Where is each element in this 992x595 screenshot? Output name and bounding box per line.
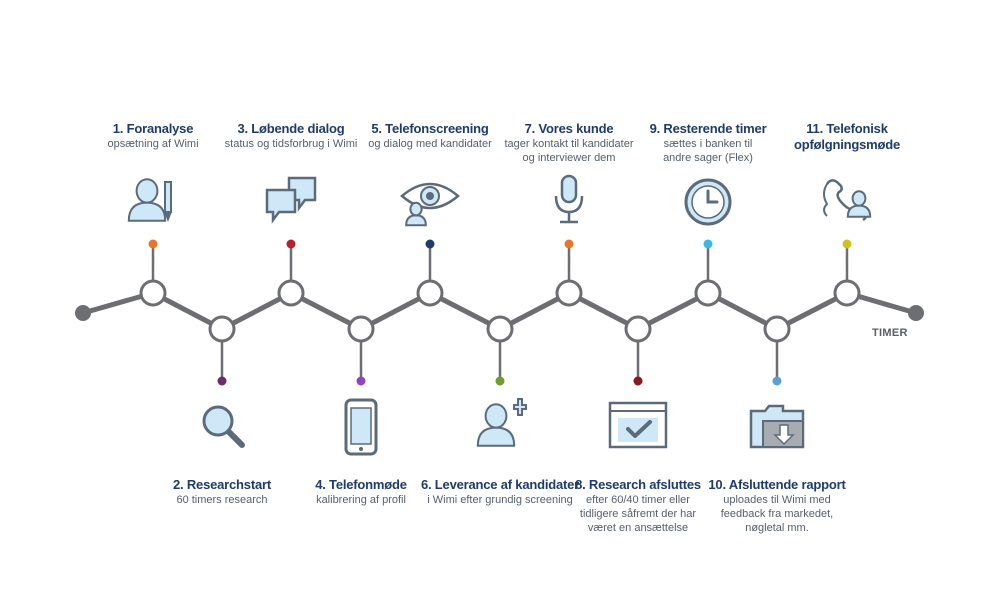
- magnifier-icon: [202, 405, 245, 448]
- step-6: 6. Leverance af kandidater i Wimi efter g…: [421, 477, 579, 507]
- smartphone-icon: [344, 398, 378, 456]
- step-title: 1. Foranalyse: [112, 121, 194, 136]
- step-title: 10. Afsluttende rapport: [708, 477, 846, 492]
- step-description: sættes i banken til: [663, 138, 753, 150]
- step-description: efter 60/40 timer eller: [586, 494, 690, 506]
- timeline-end-cap: [908, 305, 924, 321]
- step-description: og interviewer dem: [522, 152, 616, 164]
- timeline-node: [833, 279, 861, 307]
- step-description: feedback fra markedet,: [720, 508, 834, 520]
- folder-download-icon: [749, 404, 805, 449]
- microphone-icon: [554, 174, 584, 224]
- step-4: 4. Telefonmøde kalibrering af profil: [315, 477, 407, 507]
- step-1: 1. Foranalyse opsætning af Wimi: [107, 121, 198, 151]
- step-description: i Wimi efter grundig screening: [427, 494, 573, 506]
- step-description: været en ansættelse: [587, 522, 689, 534]
- chat-bubbles-icon: [265, 176, 317, 224]
- timeline-node: [555, 279, 583, 307]
- step-title: 7. Vores kunde: [524, 121, 614, 136]
- step-3: 3. Løbende dialog status og tidsforbrug i…: [225, 121, 358, 151]
- step-dot: [425, 239, 435, 249]
- step-dot: [633, 376, 643, 386]
- step-description: andre sager (Flex): [663, 152, 753, 164]
- step-5: 5. Telefonscreening og dialog med kandida…: [368, 121, 492, 151]
- step-7: 7. Vores kunde tager kontakt til kandidat…: [504, 121, 633, 165]
- timeline-node: [624, 315, 652, 343]
- timeline-node: [763, 315, 791, 343]
- timeline-start-cap: [75, 305, 91, 321]
- step-description: opfølgningsmøde: [793, 137, 901, 152]
- user-add-icon: [476, 398, 527, 447]
- step-description: kalibrering af profil: [316, 494, 406, 506]
- step-title: 9. Resterende timer: [649, 121, 767, 136]
- phone-user-icon: [823, 179, 872, 222]
- step-title: 4. Telefonmøde: [315, 477, 407, 492]
- step-9: 9. Resterende timer sættes i banken til an…: [650, 121, 767, 165]
- step-title: 11. Telefonisk: [806, 121, 888, 136]
- step-10: 10. Afsluttende rapport uploades til Wimi…: [708, 477, 845, 535]
- step-description: 60 timers research: [176, 494, 268, 506]
- step-title: 5. Telefonscreening: [371, 121, 489, 136]
- timeline-node: [486, 315, 514, 343]
- timeline-node: [277, 279, 305, 307]
- axis-label: TIMER: [872, 327, 908, 339]
- timeline-node: [347, 315, 375, 343]
- clock-icon: [684, 178, 732, 226]
- step-dot: [495, 376, 505, 386]
- step-dot: [356, 376, 366, 386]
- step-description: tidligere såfremt der har: [579, 508, 697, 520]
- step-title: 3. Løbende dialog: [237, 121, 345, 136]
- timeline-node: [208, 315, 236, 343]
- step-dot: [217, 376, 227, 386]
- step-description: status og tidsforbrug i Wimi: [224, 138, 358, 150]
- step-dot: [286, 239, 296, 249]
- step-description: og dialog med kandidater: [368, 138, 492, 150]
- step-dot: [842, 239, 852, 249]
- timeline-node: [139, 279, 167, 307]
- timeline-node: [694, 279, 722, 307]
- step-description: opsætning af Wimi: [107, 138, 199, 150]
- step-description: tager kontakt til kandidater: [504, 138, 634, 150]
- user-pencil-icon: [127, 178, 172, 223]
- step-description: nøgletal mm.: [745, 522, 809, 534]
- step-dot: [772, 376, 782, 386]
- timeline-node: [416, 279, 444, 307]
- step-dot: [148, 239, 158, 249]
- step-2: 2. Researchstart 60 timers research: [173, 477, 271, 507]
- step-title: 2. Researchstart: [173, 477, 271, 492]
- step-8: 8. Research afsluttes efter 60/40 timer e…: [575, 477, 701, 535]
- step-dot: [564, 239, 574, 249]
- window-check-icon: [608, 401, 668, 449]
- step-title: 8. Research afsluttes: [575, 477, 701, 492]
- eye-user-icon: [400, 182, 460, 227]
- step-dot: [703, 239, 713, 249]
- step-description: uploades til Wimi med: [723, 494, 831, 506]
- step-title: 6. Leverance af kandidater: [420, 477, 580, 492]
